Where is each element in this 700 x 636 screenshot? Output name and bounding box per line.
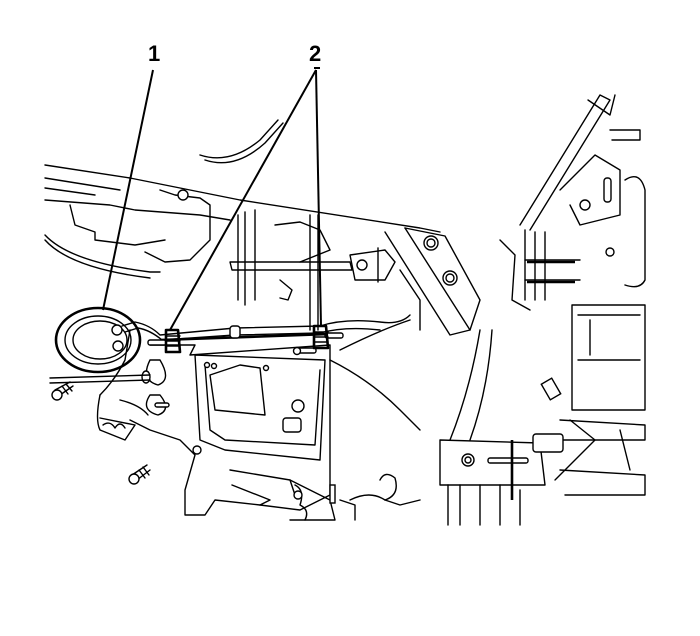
leader-line-2b	[315, 69, 322, 327]
cowl-panel	[44, 119, 441, 331]
screw	[49, 374, 151, 401]
lower-center-bracket	[289, 319, 421, 521]
callout-label-1: 1	[148, 41, 161, 66]
lower-right-module	[439, 304, 646, 526]
right-bracket	[384, 94, 646, 336]
harness-clip	[164, 328, 182, 354]
leader-line-1	[102, 69, 154, 311]
leader-line-2a	[169, 69, 317, 331]
mounting-plate	[96, 329, 331, 516]
callout-label-2: 2	[309, 41, 322, 66]
harness-clip	[312, 324, 330, 350]
grommet	[54, 306, 142, 374]
screw	[128, 464, 151, 485]
wiper-linkage	[229, 221, 421, 331]
wiring-harness	[121, 314, 411, 356]
